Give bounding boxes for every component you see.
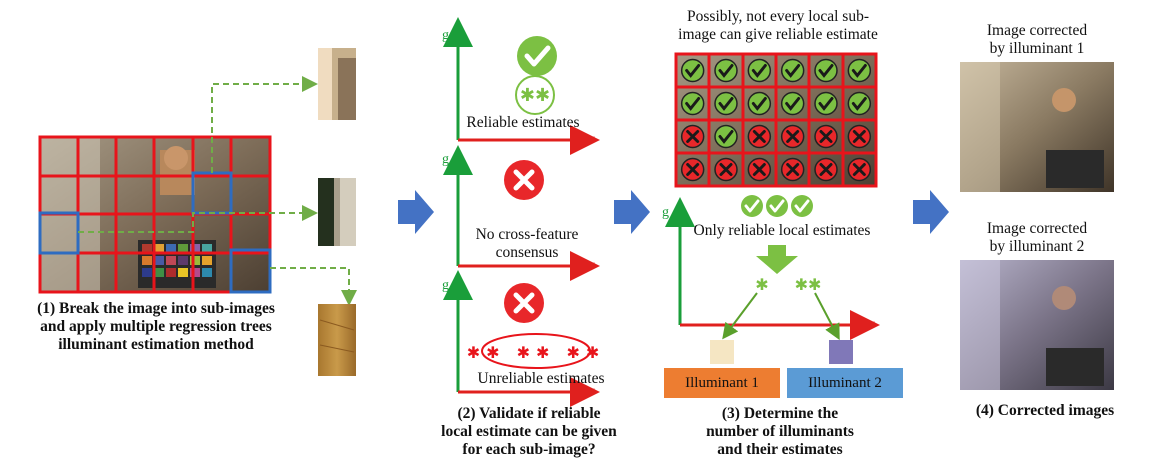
svg-text:✱✱: ✱✱ [520,85,550,106]
cross-icon [847,157,872,182]
step3-caption-line: number of illuminants [706,423,854,440]
only-reliable-label: Only reliable local estimates [693,222,871,239]
axis-r-label: r [870,317,875,332]
illuminant-2-swatch [829,340,853,364]
check-icon [680,91,705,116]
panel3-note-line: image can give reliable estimate [678,26,878,43]
step3-caption-line: (3) Determine the [721,405,839,422]
axis-g-label: g [442,28,449,43]
step2-caption-line: local estimate can be given [441,423,617,440]
cluster-2: ✱✱ [795,275,822,294]
illuminant-1-label: Illuminant 1 [664,368,780,398]
cross-icon [504,283,544,323]
cross-icon [504,160,544,200]
down-arrow-icon [756,245,798,274]
check-icon [847,58,872,83]
check-icon [766,195,788,217]
axis-r-label: r [590,258,595,273]
check-icon [780,91,805,116]
cross-icon [714,157,738,182]
crop-thumbnail-3 [318,304,356,376]
corrected-2-title-line: Image corrected [986,220,1088,237]
cross-icon [847,124,872,149]
svg-text:✱✱ ✱✱ ✱✱: ✱✱ ✱✱ ✱✱ [467,343,606,362]
corrected-1-title: Image corrected by illuminant 1 [960,22,1114,58]
cross-icon [780,124,805,149]
check-icon [847,91,872,116]
no-consensus-label: No cross-feature consensus [458,226,596,262]
step2-caption-line: for each sub-image? [462,441,596,458]
cluster-split-arrows [722,292,840,341]
cross-icon [747,157,772,182]
illuminant-1-swatch [710,340,734,364]
cross-icon [680,157,705,182]
cross-icon [780,157,805,182]
flow-arrow-1 [398,190,434,234]
svg-text:✱✱: ✱✱ [795,275,822,294]
step1-caption-line: and apply multiple regression trees [40,318,272,335]
cross-icon [814,124,838,149]
axis-g-label: g [662,205,669,220]
plot-unreliable-axes [443,270,600,407]
check-icon [747,91,772,116]
step2-caption: (2) Validate if reliable local estimate … [410,405,648,459]
panel3-note-line: Possibly, not every local sub- [687,8,869,25]
svg-text:✱: ✱ [755,275,768,294]
validation-badges [680,58,872,182]
corrected-2-title: Image corrected by illuminant 2 [960,220,1114,256]
unreliable-label: Unreliable estimates [477,370,605,387]
no-consensus-line: No cross-feature [475,226,579,243]
check-icon [741,195,763,217]
illuminant-2-label: Illuminant 2 [787,368,903,398]
check-icon [517,36,557,76]
validated-grid [674,52,878,188]
corrected-image-1 [960,62,1114,192]
corrected-2-title-line: by illuminant 2 [989,238,1085,255]
flow-arrow-2 [614,190,650,234]
check-icon [814,91,838,116]
step4-caption: (4) Corrected images [975,402,1115,419]
step1-caption-line: illuminant estimation method [58,336,254,353]
check-icon [714,91,738,116]
no-consensus-line: consensus [495,244,559,261]
corrected-1-title-line: by illuminant 1 [989,40,1085,57]
panel3-note: Possibly, not every local sub- image can… [650,8,906,44]
corrected-image-2 [960,260,1114,390]
corrected-1-title-line: Image corrected [986,22,1088,39]
axis-r-label: r [590,132,595,147]
cross-icon [680,124,705,149]
crop-thumbnail-2 [318,178,356,246]
check-icon [714,124,738,149]
crop-links [78,76,357,306]
axis-g-label: g [442,278,449,293]
reliable-label: Reliable estimates [466,114,580,131]
axis-g-label: g [442,152,449,167]
plot-reliable-axes [443,17,600,155]
step2-caption-line: (2) Validate if reliable [457,405,601,422]
cluster-1: ✱ [755,275,768,294]
check-icon [814,58,838,83]
flow-arrow-3 [913,190,949,234]
step3-caption: (3) Determine the number of illuminants … [660,405,900,459]
cross-icon [747,124,772,149]
step1-caption-line: (1) Break the image into sub-images [37,300,275,317]
crop-thumbnail-1 [318,48,356,120]
reliable-cluster: ✱✱ [515,75,555,115]
axis-r-label: r [590,384,595,399]
check-icon [680,58,705,83]
unreliable-cluster: ✱✱ ✱✱ ✱✱ [467,333,606,369]
cross-icon [814,157,838,182]
step3-caption-line: and their estimates [717,441,843,458]
check-icon [791,195,813,217]
step1-caption: (1) Break the image into sub-images and … [2,300,310,354]
check-icon [747,58,772,83]
plot-consensus-axes [443,145,600,281]
check-icon [780,58,805,83]
check-icon [714,58,738,83]
